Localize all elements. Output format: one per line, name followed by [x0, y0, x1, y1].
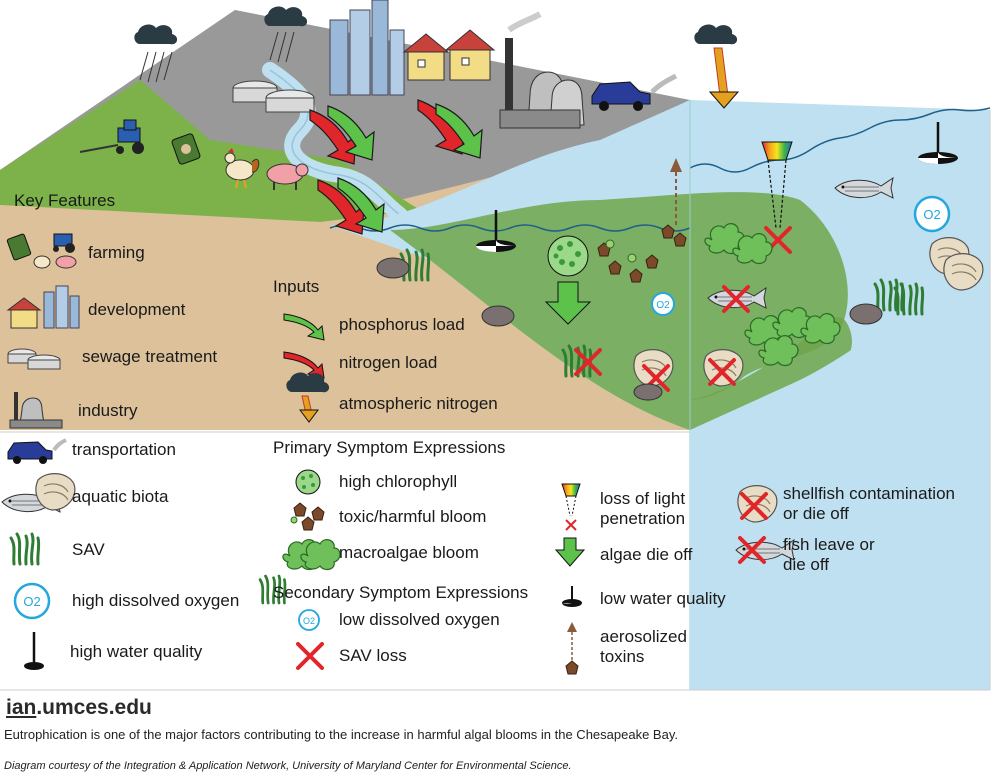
tractor-icon	[79, 119, 144, 154]
legend-aerosol-icon	[565, 622, 579, 675]
label-transportation: transportation	[72, 440, 176, 459]
toxic-bloom-icon	[597, 224, 687, 283]
label-low-dissolved-oxygen: low dissolved oxygen	[339, 610, 500, 629]
svg-text:O2: O2	[23, 594, 40, 609]
o2-icon	[651, 292, 675, 316]
key-features-title: Key Features	[14, 191, 116, 210]
legend-atmospheric-nitrogen-icon	[286, 372, 330, 423]
label-nitrogen-load: nitrogen load	[339, 353, 438, 372]
car-icon	[591, 73, 678, 111]
legend-o2-icon	[13, 582, 51, 620]
figure-credit: Diagram courtesy of the Integration & Ap…	[4, 760, 572, 772]
legend-biota-icon	[1, 472, 76, 513]
factory-icon	[499, 11, 585, 129]
ian-logo-link[interactable]: ian.umces.edu	[6, 696, 152, 720]
legend-macroalgae-icon	[282, 539, 341, 571]
legend-algae-die-off-icon	[554, 537, 586, 567]
label-atmospheric-nitrogen: atmospheric nitrogen	[339, 394, 498, 413]
label-development: development	[88, 300, 186, 319]
label-sav-loss: SAV loss	[339, 646, 407, 665]
label-shellfish-2: or die off	[783, 504, 849, 523]
legend-light-loss-icon	[561, 483, 581, 531]
label-high-chlorophyll: high chlorophyll	[339, 472, 458, 491]
legend-development-icon	[6, 285, 80, 329]
label-fish-leave-1: fish leave or	[783, 535, 875, 554]
logo-part-2: .umces.edu	[36, 696, 152, 719]
fertilizer-bag-icon	[171, 133, 201, 165]
light-spectrum-icon	[761, 141, 793, 254]
label-high-water-quality: high water quality	[70, 642, 203, 661]
label-phosphorus-load: phosphorus load	[339, 315, 465, 334]
legend-sav-icon	[9, 532, 41, 566]
algae-die-off-icon	[544, 281, 592, 325]
legend-phosphorus-icon	[283, 313, 325, 341]
legend-car-icon	[7, 438, 67, 464]
label-fish-leave-2: die off	[783, 555, 830, 574]
label-farming: farming	[88, 243, 145, 262]
legend-high-water-quality-icon	[24, 632, 44, 670]
legend-industry-icon	[9, 392, 63, 429]
legend-farming-icon	[6, 233, 77, 269]
legend-sewage-icon	[7, 348, 61, 370]
skyscraper-icon	[329, 0, 405, 96]
inputs-title: Inputs	[273, 277, 320, 296]
label-aerosolized-1: aerosolized	[600, 627, 687, 646]
svg-text:O2: O2	[923, 207, 940, 222]
label-algae-die-off: algae die off	[600, 545, 693, 564]
pig-icon	[266, 163, 309, 190]
label-loss-of-light-2: penetration	[600, 509, 686, 528]
label-sewage-treatment: sewage treatment	[82, 347, 218, 366]
rooster-icon	[224, 148, 260, 189]
cloud-icon	[134, 24, 178, 83]
label-aerosolized-2: toxins	[600, 647, 645, 666]
label-industry: industry	[78, 401, 138, 420]
label-shellfish-1: shellfish contamination	[783, 484, 955, 503]
legend-chlorophyll-icon	[295, 469, 321, 495]
label-loss-of-light-1: loss of light	[600, 489, 686, 508]
legend-toxic-bloom-icon	[290, 502, 325, 531]
logo-part-1: ian	[6, 696, 37, 719]
label-sav: SAV	[72, 540, 105, 559]
legend-low-water-quality-icon	[562, 586, 582, 607]
label-high-dissolved-oxygen: high dissolved oxygen	[72, 591, 240, 610]
legend-low-do-icon	[298, 609, 320, 631]
cloud-icon	[264, 6, 308, 63]
svg-text:O2: O2	[303, 616, 315, 626]
house-icon	[402, 29, 496, 81]
label-toxic-bloom: toxic/harmful bloom	[339, 507, 487, 526]
secondary-symptoms-title: Secondary Symptom Expressions	[273, 583, 529, 602]
sewage-tank-icon	[232, 80, 315, 113]
primary-symptoms-title: Primary Symptom Expressions	[273, 438, 506, 457]
svg-text:O2: O2	[656, 300, 670, 311]
figure-caption: Eutrophication is one of the major facto…	[4, 727, 678, 742]
atmospheric-nitrogen-icon	[694, 24, 740, 109]
o2-icon	[913, 195, 951, 233]
label-aquatic-biota: aquatic biota	[72, 487, 169, 506]
label-macroalgae-bloom: macroalgae bloom	[339, 543, 479, 562]
label-low-water-quality: low water quality	[600, 589, 726, 608]
